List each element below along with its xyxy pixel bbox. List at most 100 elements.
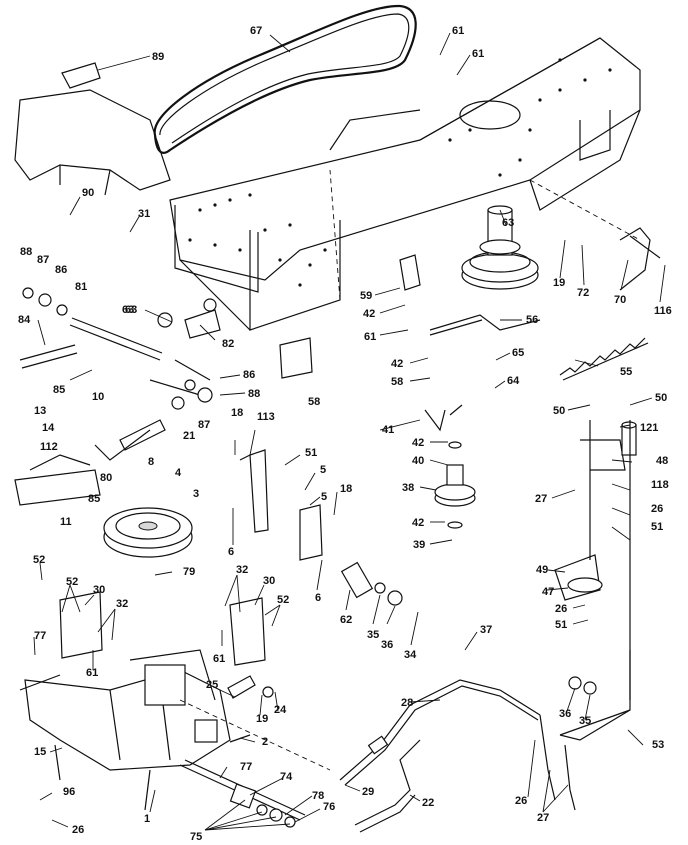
callout-labels: 89 67 61 61 90 31 63 88 87 86 81 63 82 8… [18,25,672,843]
callout-51: 51 [305,447,317,459]
callout-86: 86 [55,264,67,276]
callout-18: 18 [231,407,243,419]
callout-78: 78 [312,790,324,802]
callout-50: 50 [655,392,667,404]
callout-41: 41 [382,424,394,436]
callout-34: 34 [404,649,417,661]
callout-35: 35 [367,629,379,641]
callout-22: 22 [422,797,434,809]
callout-27: 27 [537,812,549,824]
callout-61: 61 [86,667,98,679]
callout-14: 14 [42,422,55,434]
clutch-stack [399,254,541,529]
callout-21: 21 [183,430,195,442]
chassis-frame [169,37,641,331]
bracket-70 [619,227,661,291]
callout-84: 84 [18,314,31,326]
callout-74: 74 [280,771,293,783]
callout-13: 13 [34,405,46,417]
callout-121: 121 [640,422,658,434]
callout-31: 31 [138,208,150,220]
callout-58: 58 [391,376,403,388]
callout-29: 29 [362,786,374,798]
spring-55 [559,337,649,381]
callout-118: 118 [651,479,669,491]
callout-6: 6 [315,592,321,604]
callout-77: 77 [240,761,252,773]
callout-52: 52 [33,554,45,566]
callout-24: 24 [274,704,287,716]
callout-63: 63 [125,304,137,316]
callout-116: 116 [654,305,672,317]
callout-51: 51 [555,619,567,631]
callout-72: 72 [577,287,589,299]
callout-30: 30 [93,584,105,596]
callout-42: 42 [391,358,403,370]
callout-61: 61 [452,25,464,37]
callout-4: 4 [175,467,182,479]
callout-76: 76 [323,801,335,813]
callout-67: 67 [250,25,262,37]
callout-3: 3 [193,488,199,500]
callout-63: 63 [502,217,514,229]
callout-96: 96 [63,786,75,798]
callout-82: 82 [222,338,234,350]
callout-26: 26 [651,503,663,515]
callout-64: 64 [507,375,520,387]
callout-42: 42 [412,437,424,449]
callout-88: 88 [20,246,32,258]
callout-47: 47 [542,586,554,598]
callout-61: 61 [364,331,376,343]
callout-87: 87 [198,419,210,431]
callout-36: 36 [559,708,571,720]
callout-52: 52 [277,594,289,606]
callout-19: 19 [553,277,565,289]
callout-56: 56 [526,314,538,326]
callout-61: 61 [472,48,484,60]
leader-lines [33,32,666,831]
callout-26: 26 [515,795,527,807]
callout-35: 35 [579,715,591,727]
callout-89: 89 [152,51,164,63]
callout-5: 5 [320,464,326,476]
callout-6: 6 [228,546,234,558]
callout-48: 48 [656,455,668,467]
callout-19: 19 [256,713,268,725]
drive-belt [153,4,417,154]
callout-58: 58 [308,396,320,408]
callout-85: 85 [53,384,65,396]
callout-52: 52 [66,576,78,588]
callout-36: 36 [381,639,393,651]
callout-32: 32 [116,598,128,610]
callout-88: 88 [248,388,260,400]
callout-59: 59 [360,290,372,302]
callout-15: 15 [34,746,46,758]
pivot-rod [179,699,331,828]
callout-42: 42 [363,308,375,320]
callout-10: 10 [92,391,104,403]
callout-63: 63 [122,304,134,316]
callout-61: 61 [213,653,225,665]
callout-53: 53 [652,739,664,751]
hood-section [14,62,171,196]
callout-49: 49 [536,564,548,576]
callout-26: 26 [555,603,567,615]
callout-62: 62 [340,614,352,626]
callout-70: 70 [614,294,626,306]
callout-18: 18 [340,483,352,495]
callout-80: 80 [100,472,112,484]
center-brackets [59,337,323,666]
callout-79: 79 [183,566,195,578]
callout-86: 86 [243,369,255,381]
callout-90: 90 [82,187,94,199]
callout-113: 113 [257,411,275,423]
callout-75: 75 [190,831,202,843]
callout-27: 27 [535,493,547,505]
callout-5: 5 [321,491,327,503]
callout-8: 8 [148,456,154,468]
callout-112: 112 [40,441,58,453]
callout-25: 25 [206,679,218,691]
callout-77: 77 [34,630,46,642]
right-idler [554,420,637,741]
